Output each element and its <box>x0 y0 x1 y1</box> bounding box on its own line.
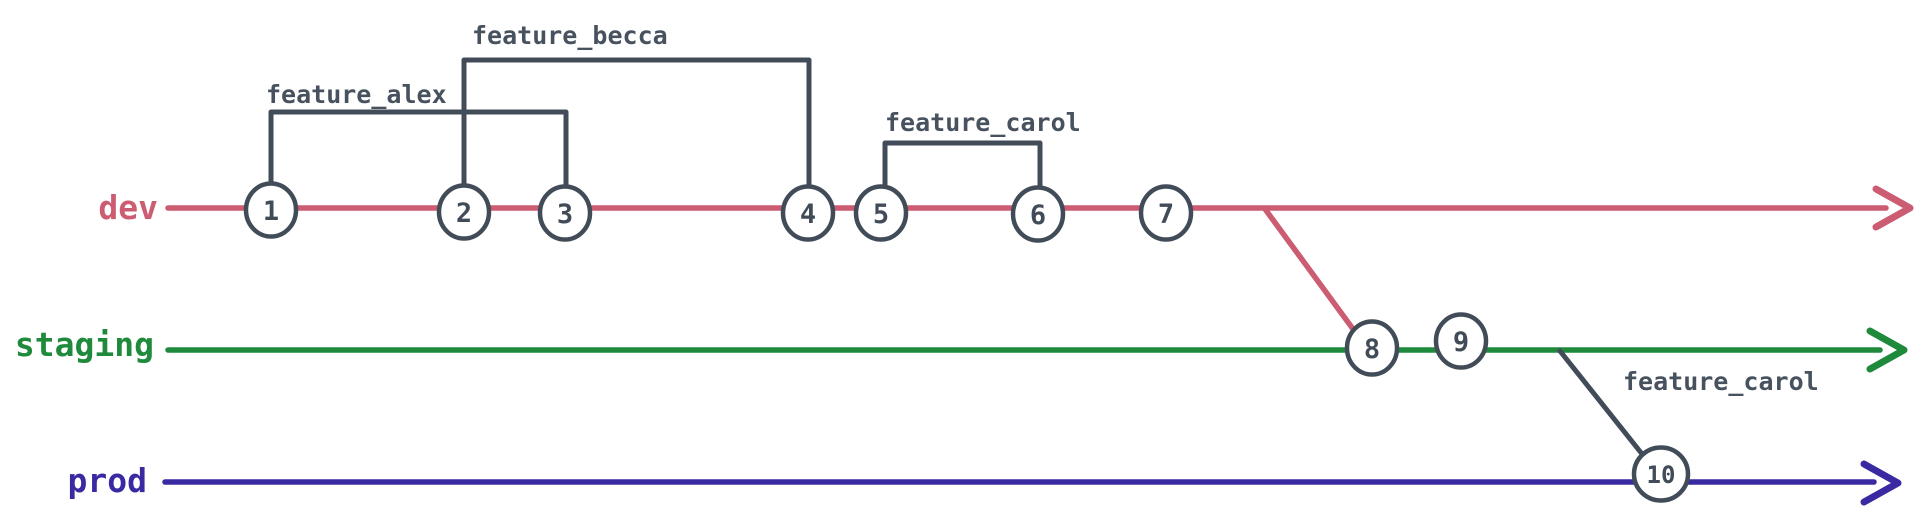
prod-branch-label: prod <box>68 461 147 500</box>
commit-node-4: 4 <box>780 184 836 242</box>
commit-circle-6 <box>1010 185 1066 243</box>
commit-node-3: 3 <box>537 184 593 242</box>
commit-circle-5 <box>853 184 909 242</box>
commit-node-10: 10 <box>1631 445 1691 503</box>
commit-label-2: 2 <box>456 198 472 229</box>
commit-label-4: 4 <box>800 199 816 230</box>
dev-to-staging-merge-line <box>1262 206 1367 347</box>
commit-label-8: 8 <box>1364 334 1380 365</box>
prod-arrow-icon <box>1860 460 1902 506</box>
commit-circle-2 <box>436 183 492 241</box>
commit-label-6: 6 <box>1030 200 1046 231</box>
merge-links <box>1262 206 1653 467</box>
commit-node-6: 6 <box>1010 185 1066 243</box>
dev-branch-label: dev <box>98 188 158 227</box>
commit-node-9: 9 <box>1433 312 1489 370</box>
commit-circle-1 <box>243 181 299 239</box>
commit-label-7: 7 <box>1158 199 1174 230</box>
feature-labels: feature_alex feature_becca feature_carol… <box>266 21 1819 396</box>
commit-label-5: 5 <box>873 199 889 230</box>
commit-nodes: 1 2 3 4 5 6 7 <box>243 181 1691 503</box>
commit-circle-7 <box>1138 184 1194 242</box>
commit-node-5: 5 <box>853 184 909 242</box>
commit-node-7: 7 <box>1138 184 1194 242</box>
feature-becca-label: feature_becca <box>472 21 668 50</box>
feature-alex-bracket <box>268 109 569 191</box>
feature-carol-bracket <box>882 140 1043 192</box>
commit-circle-4 <box>780 184 836 242</box>
staging-branch-label: staging <box>15 325 154 364</box>
commit-label-9: 9 <box>1453 327 1469 358</box>
commit-circle-3 <box>537 184 593 242</box>
commit-circle-10 <box>1631 445 1691 503</box>
dev-arrow-icon <box>1872 185 1914 231</box>
commit-label-1: 1 <box>263 196 279 227</box>
commit-circle-9 <box>1433 312 1489 370</box>
commit-node-8: 8 <box>1344 319 1400 377</box>
commit-label-3: 3 <box>557 199 573 230</box>
staging-to-prod-merge-line <box>1557 348 1653 467</box>
commit-label-10: 10 <box>1647 461 1676 489</box>
feature-becca-bracket <box>461 57 812 191</box>
feature-carol-dev-label: feature_carol <box>885 108 1081 137</box>
feature-alex-label: feature_alex <box>266 80 447 109</box>
commit-node-1: 1 <box>243 181 299 239</box>
staging-arrow-icon <box>1866 327 1908 373</box>
branch-labels: dev staging prod <box>15 188 158 500</box>
commit-circle-8 <box>1344 319 1400 377</box>
commit-node-2: 2 <box>436 183 492 241</box>
feature-brackets <box>268 57 1043 192</box>
feature-carol-staging-label: feature_carol <box>1623 367 1819 396</box>
